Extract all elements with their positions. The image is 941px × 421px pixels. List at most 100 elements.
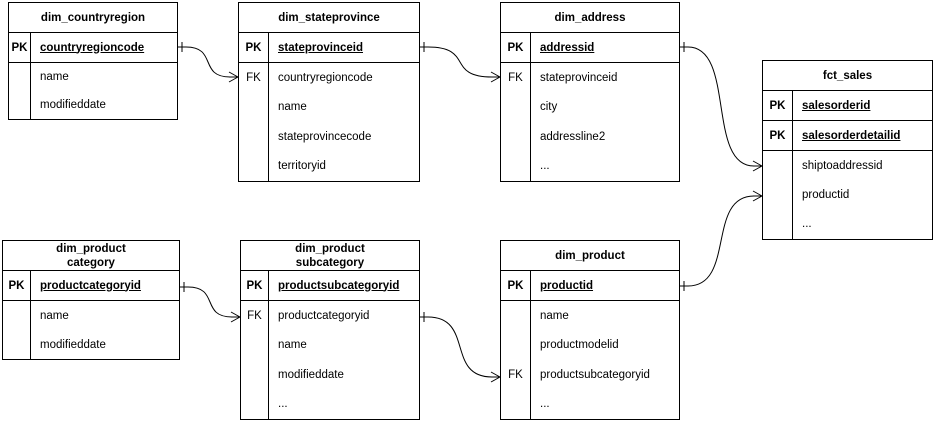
key-badge-dim_stateprovince-stateprovincecode — [239, 122, 268, 152]
field-name-dim_stateprovince-territoryid: territoryid — [278, 160, 326, 173]
relationship-line-subcategory-to-product — [427, 316, 493, 378]
key-badge-dim_productsubcategory-productsubcategoryid: PK — [241, 271, 269, 300]
entity-title-fct_sales: fct_sales — [763, 61, 932, 91]
field-name-fct_sales-salesorderid: salesorderid — [802, 99, 871, 112]
field-name-fct_sales-...: ... — [802, 218, 812, 231]
crowsfoot-icon-productcategory-to-subcategory-upper — [230, 311, 241, 318]
key-badge-fct_sales-productid — [763, 180, 792, 209]
relationship-countryregion-to-stateprovince[interactable] — [178, 42, 239, 83]
key-badge-fct_sales-salesorderid: PK — [763, 91, 793, 120]
key-badge-dim_address-stateprovinceid: FK — [508, 71, 523, 84]
relationship-product-to-sales[interactable] — [680, 190, 763, 291]
key-badge-fct_sales-... — [763, 210, 792, 239]
field-name-dim_address-addressline2: addressline2 — [540, 130, 606, 143]
relationship-line-stateprovince-to-address — [427, 46, 493, 78]
field-name-fct_sales-shiptoaddressid: shiptoaddressid — [802, 159, 883, 172]
field-name-dim_address-stateprovinceid: stateprovinceid — [540, 71, 618, 84]
key-badge-dim_productsubcategory-name — [241, 331, 268, 361]
key-badge-dim_productcategory-modifieddate — [3, 330, 30, 359]
field-name-dim_product-productsubcategoryid: productsubcategoryid — [540, 368, 650, 381]
field-name-dim_stateprovince-stateprovincecode: stateprovincecode — [278, 130, 372, 143]
field-name-dim_countryregion-countryregioncode: countryregioncode — [40, 41, 145, 54]
crowsfoot-icon-address-to-sales-upper — [752, 160, 763, 167]
key-badge-dim_productcategory-productcategoryid: PK — [3, 271, 31, 300]
key-badge-dim_countryregion-countryregioncode: PK — [9, 33, 31, 62]
key-badge-dim_productsubcategory-productcategoryid: FK — [247, 309, 262, 322]
crowsfoot-icon-product-to-sales-lower — [752, 195, 763, 202]
key-badge-dim_stateprovince-name — [239, 93, 268, 123]
field-name-dim_product-name: name — [540, 309, 569, 322]
entity-title-dim_address: dim_address — [501, 3, 679, 33]
field-name-dim_productsubcategory-productsubcategoryid: productsubcategoryid — [278, 279, 400, 292]
field-name-dim_address-city: city — [540, 101, 558, 114]
entity-title-dim_productsubcategory: dim_product subcategory — [241, 241, 419, 271]
key-badge-dim_stateprovince-territoryid — [239, 152, 268, 182]
key-badge-dim_address-... — [501, 152, 530, 182]
relationship-stateprovince-to-address[interactable] — [420, 42, 501, 83]
field-name-dim_product-...: ... — [540, 398, 550, 411]
key-badge-dim_product-productid: PK — [501, 271, 531, 300]
crowsfoot-icon-productcategory-to-subcategory-lower — [230, 316, 241, 323]
relationship-subcategory-to-product[interactable] — [420, 312, 501, 383]
crowsfoot-icon-subcategory-to-product-upper — [490, 371, 501, 378]
key-badge-dim_stateprovince-stateprovinceid: PK — [239, 33, 269, 62]
entity-title-dim_product: dim_product — [501, 241, 679, 271]
key-badge-dim_product-productsubcategoryid: FK — [508, 368, 523, 381]
entity-body-dim_product: FK name productmodelid productsubcategoryid… — [501, 301, 679, 419]
crowsfoot-icon-stateprovince-to-address-lower — [490, 76, 501, 83]
field-name-dim_product-productid: productid — [540, 279, 594, 292]
relationship-line-countryregion-to-stateprovince — [185, 46, 231, 78]
relationship-productcategory-to-subcategory[interactable] — [180, 282, 241, 323]
relationship-line-product-to-sales — [687, 195, 755, 287]
field-name-dim_stateprovince-name: name — [278, 101, 307, 114]
crowsfoot-icon-address-to-sales-lower — [752, 165, 763, 172]
key-badge-dim_address-city — [501, 93, 530, 123]
field-name-dim_address-addressid: addressid — [540, 41, 595, 54]
key-badge-dim_productsubcategory-modifieddate — [241, 360, 268, 390]
crowsfoot-icon-countryregion-to-stateprovince-lower — [228, 76, 239, 83]
field-name-dim_stateprovince-countryregioncode: countryregioncode — [278, 71, 373, 84]
field-row-dim_product-productid[interactable]: PK productid — [501, 271, 679, 301]
entity-title-dim_countryregion: dim_countryregion — [9, 3, 177, 33]
field-name-fct_sales-salesorderdetailid: salesorderdetailid — [802, 129, 901, 142]
entity-title-dim_productcategory: dim_product category — [3, 241, 179, 271]
crowsfoot-icon-countryregion-to-stateprovince-upper — [228, 71, 239, 78]
key-badge-fct_sales-shiptoaddressid — [763, 151, 792, 180]
field-name-dim_productsubcategory-name: name — [278, 339, 307, 352]
crowsfoot-icon-subcategory-to-product-lower — [490, 376, 501, 383]
field-row-dim_countryregion-countryregioncode[interactable]: PK countryregioncode — [9, 33, 177, 63]
key-badge-dim_product-productmodelid — [501, 331, 530, 361]
field-name-fct_sales-productid: productid — [802, 188, 850, 201]
relationship-line-address-to-sales — [687, 46, 755, 167]
key-badge-dim_product-... — [501, 390, 530, 420]
field-name-dim_address-...: ... — [540, 160, 550, 173]
relationship-address-to-sales[interactable] — [680, 42, 763, 172]
key-badge-dim_productsubcategory-... — [241, 390, 268, 420]
crowsfoot-icon-stateprovince-to-address-upper — [490, 71, 501, 78]
field-name-dim_productsubcategory-modifieddate: modifieddate — [278, 368, 344, 381]
field-name-dim_productsubcategory-...: ... — [278, 398, 288, 411]
field-name-dim_countryregion-modifieddate: modifieddate — [40, 99, 106, 111]
field-name-dim_product-productmodelid: productmodelid — [540, 339, 619, 352]
field-name-dim_productcategory-modifieddate: modifieddate — [40, 338, 106, 351]
key-badge-dim_product-name — [501, 301, 530, 331]
field-row-dim_productsubcategory-productsubcategoryid[interactable]: PK productsubcategoryid — [241, 271, 419, 301]
field-row-fct_sales-salesorderid[interactable]: PK salesorderid — [763, 91, 932, 121]
entity-body-dim_productsubcategory: FK productcategoryid name modifieddate... — [241, 301, 419, 419]
relationship-line-productcategory-to-subcategory — [187, 286, 233, 318]
field-name-dim_productsubcategory-productcategoryid: productcategoryid — [278, 309, 370, 322]
